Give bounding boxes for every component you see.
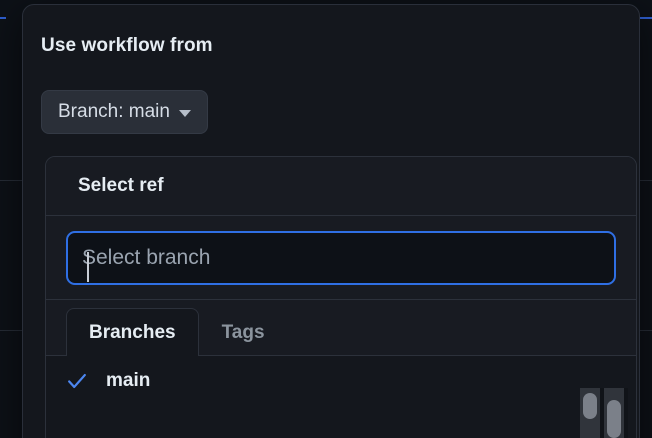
tab-tags[interactable]: Tags bbox=[221, 321, 265, 343]
select-branch-input[interactable] bbox=[66, 230, 616, 285]
ref-type-tablist: Branches Tags bbox=[46, 300, 636, 357]
background-accent-line-right bbox=[640, 17, 652, 19]
background-accent-line bbox=[0, 17, 6, 19]
select-ref-header: Select ref bbox=[46, 157, 636, 216]
check-icon bbox=[68, 373, 86, 389]
tab-branches[interactable]: Branches bbox=[66, 308, 199, 357]
use-workflow-dialog: Use workflow from Branch: main Select re… bbox=[22, 4, 640, 438]
select-ref-title: Select ref bbox=[78, 175, 164, 196]
background-divider-2 bbox=[0, 330, 22, 331]
list-item-label: main bbox=[106, 370, 151, 391]
scrollbar-gap-1 bbox=[600, 388, 604, 438]
background-divider-right-2 bbox=[640, 330, 652, 331]
panel-scrollbar-thumb[interactable] bbox=[607, 400, 621, 438]
chevron-down-icon bbox=[178, 109, 191, 117]
background-divider-right-1 bbox=[640, 180, 652, 181]
dialog-title: Use workflow from bbox=[41, 35, 213, 56]
text-cursor-caret bbox=[87, 252, 89, 282]
page-scrollbar-thumb[interactable] bbox=[583, 393, 597, 419]
panel-scrollbar[interactable] bbox=[604, 388, 624, 438]
page-scrollbar[interactable] bbox=[580, 388, 600, 438]
branch-select-button-label: Branch: main bbox=[58, 101, 170, 122]
branch-select-button[interactable]: Branch: main bbox=[41, 90, 208, 134]
background-page-right-strip bbox=[640, 0, 652, 438]
select-ref-panel: Select ref Branches Tags main bbox=[45, 156, 637, 438]
ref-list: main bbox=[46, 356, 636, 438]
background-page-left-strip bbox=[0, 0, 22, 438]
background-divider-1 bbox=[0, 180, 22, 181]
list-item[interactable]: main bbox=[46, 356, 636, 406]
scrollbar-gap-2 bbox=[624, 388, 628, 438]
select-ref-search-row bbox=[46, 216, 636, 300]
